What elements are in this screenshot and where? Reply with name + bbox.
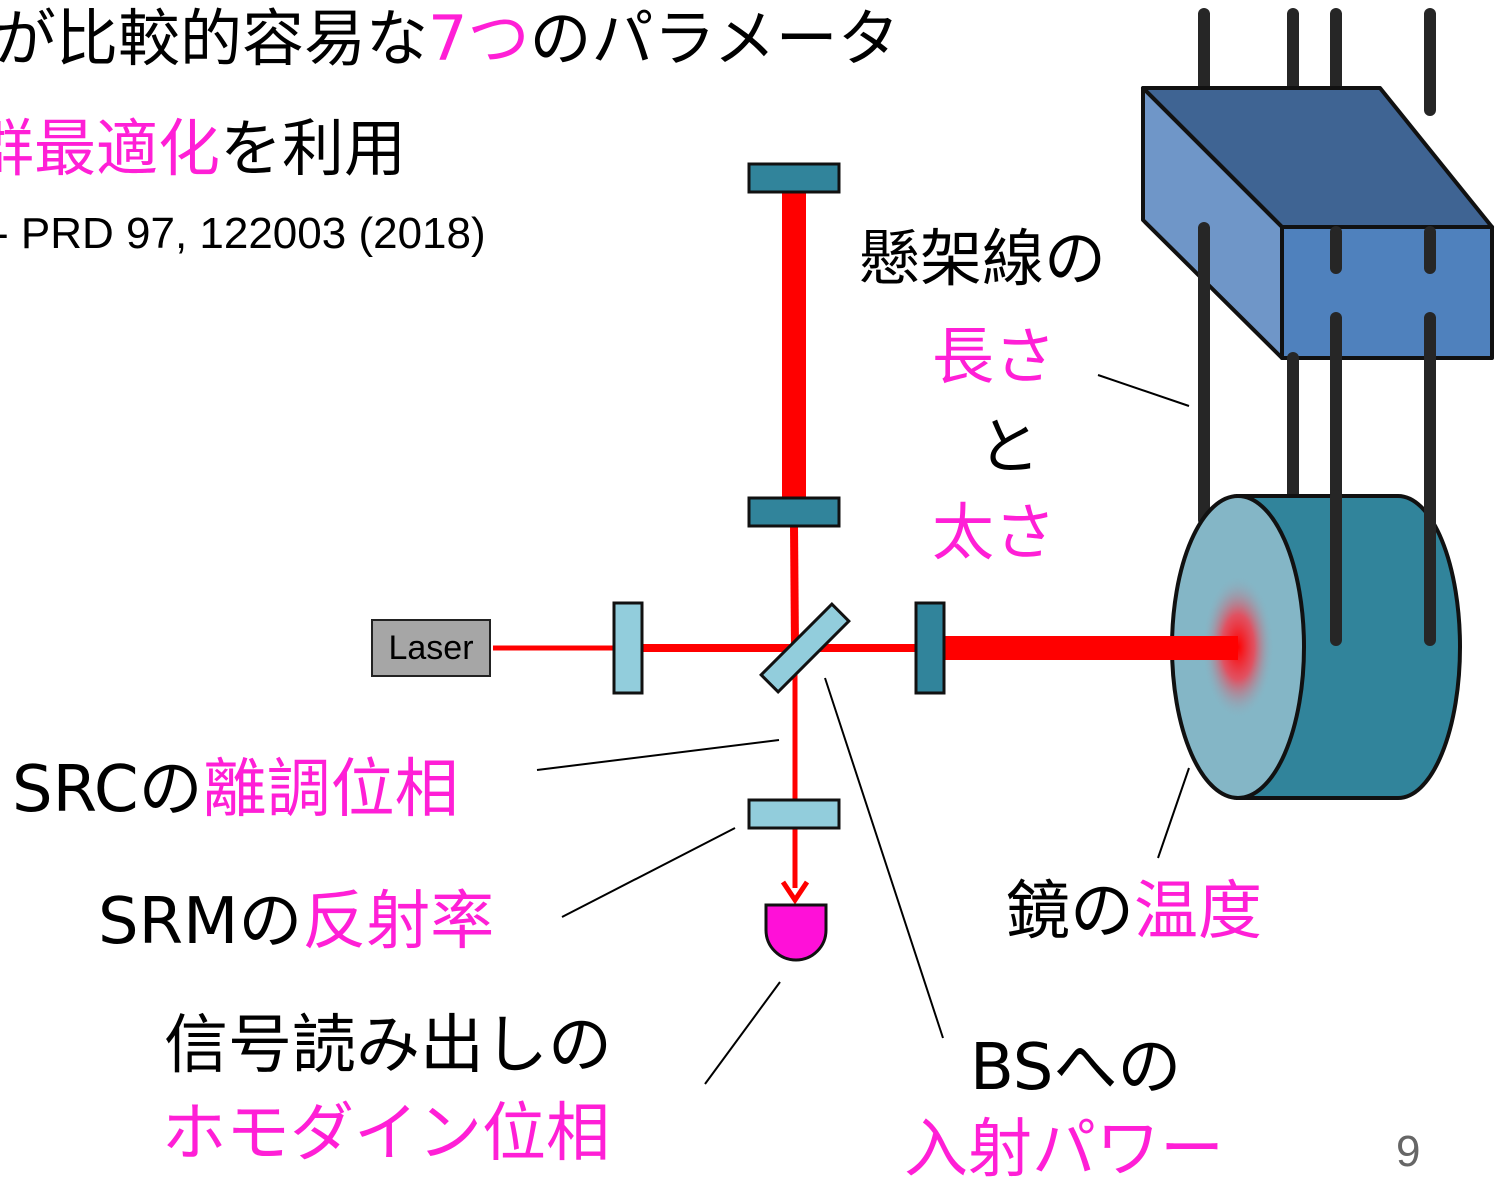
reference-citation: - PRD 97, 122003 (2018) [0, 209, 486, 258]
header-line2-highlight: 群最適化 [0, 112, 221, 185]
laser-beams [493, 190, 1238, 905]
srm-highlight: 反射率 [302, 885, 495, 959]
signal-recycling-mirror [747, 798, 841, 830]
laser-label: Laser [388, 628, 474, 667]
photodetector-icon [764, 903, 828, 962]
end-mirror-y [747, 162, 841, 194]
readout-label: 信号読み出しの [164, 1009, 612, 1083]
input-power-label: 入射パワー [904, 1113, 1224, 1187]
input-mirror-x [914, 601, 946, 695]
header-line1-prefix: が比較的容易な [0, 2, 429, 75]
wire-and-label: と [978, 410, 1041, 483]
laser-source: Laser [371, 619, 491, 677]
header-line1-highlight: 7つ [428, 2, 530, 75]
wire-label: 懸架線の [858, 222, 1107, 295]
header-line-1: が比較的容易な7つのパラメータ [0, 8, 900, 70]
header-line-2: 群最適化を利用 [0, 118, 406, 180]
payload-box [1141, 86, 1494, 360]
bs-label: BSへの [970, 1031, 1182, 1105]
mirror-highlight: 温度 [1134, 875, 1262, 949]
src-prefix: SRCの [12, 753, 203, 827]
wire-thickness-label: 太さ [932, 496, 1057, 569]
homodyne-phase-label: ホモダイン位相 [162, 1097, 610, 1171]
srm-prefix: SRMの [98, 885, 303, 959]
input-mirror-y [747, 496, 841, 528]
page-number: 9 [1396, 1127, 1421, 1176]
header-line1-suffix: のパラメータ [529, 2, 900, 75]
src-detuning-label: SRCの離調位相 [12, 758, 459, 822]
mirrors [612, 162, 946, 830]
mirror-prefix: 鏡の [1006, 875, 1134, 949]
src-highlight: 離調位相 [202, 753, 459, 827]
header-line2-suffix: を利用 [220, 112, 407, 185]
beam-splitter [759, 602, 851, 694]
power-recycling-mirror [612, 601, 644, 695]
callout-lines [536, 374, 1190, 1085]
mirror-temperature-label: 鏡の温度 [1006, 880, 1262, 944]
srm-reflectivity-label: SRMの反射率 [98, 890, 494, 954]
wire-length-label: 長さ [932, 320, 1057, 393]
